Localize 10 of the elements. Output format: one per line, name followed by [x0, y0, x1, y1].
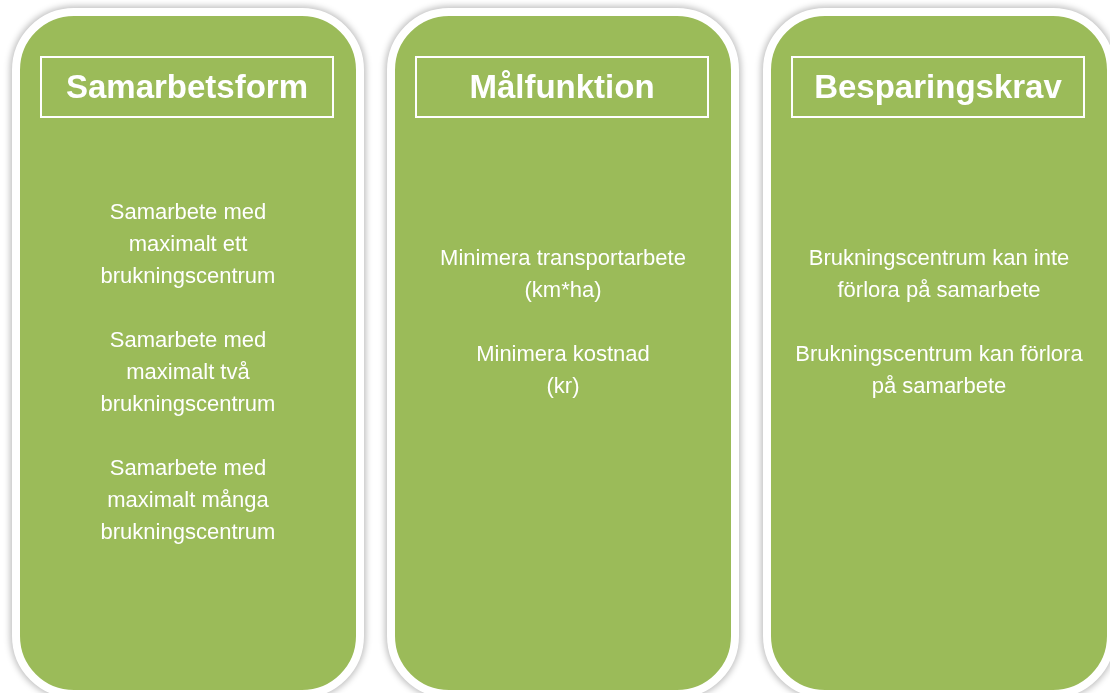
- body-text: Minimera kostnad (kr): [475, 340, 651, 400]
- body-text: Brukningscentrum kan förlora på samarbete: [794, 340, 1084, 400]
- heading-box: Besparingskrav: [791, 56, 1085, 118]
- body-text: Minimera transportarbete (km*ha): [439, 244, 687, 304]
- body-text: Samarbete med maximalt många brukningscentrum: [99, 454, 277, 546]
- heading-box: Samarbetsform: [40, 56, 334, 118]
- body-text: Brukningscentrum kan inte förlora på samarbete: [807, 244, 1071, 304]
- body-text: Samarbete med maximalt ett brukningscentrum: [99, 198, 277, 290]
- heading-box: Målfunktion: [415, 56, 709, 118]
- body-text: Samarbete med maximalt två brukningscentrum: [99, 326, 277, 418]
